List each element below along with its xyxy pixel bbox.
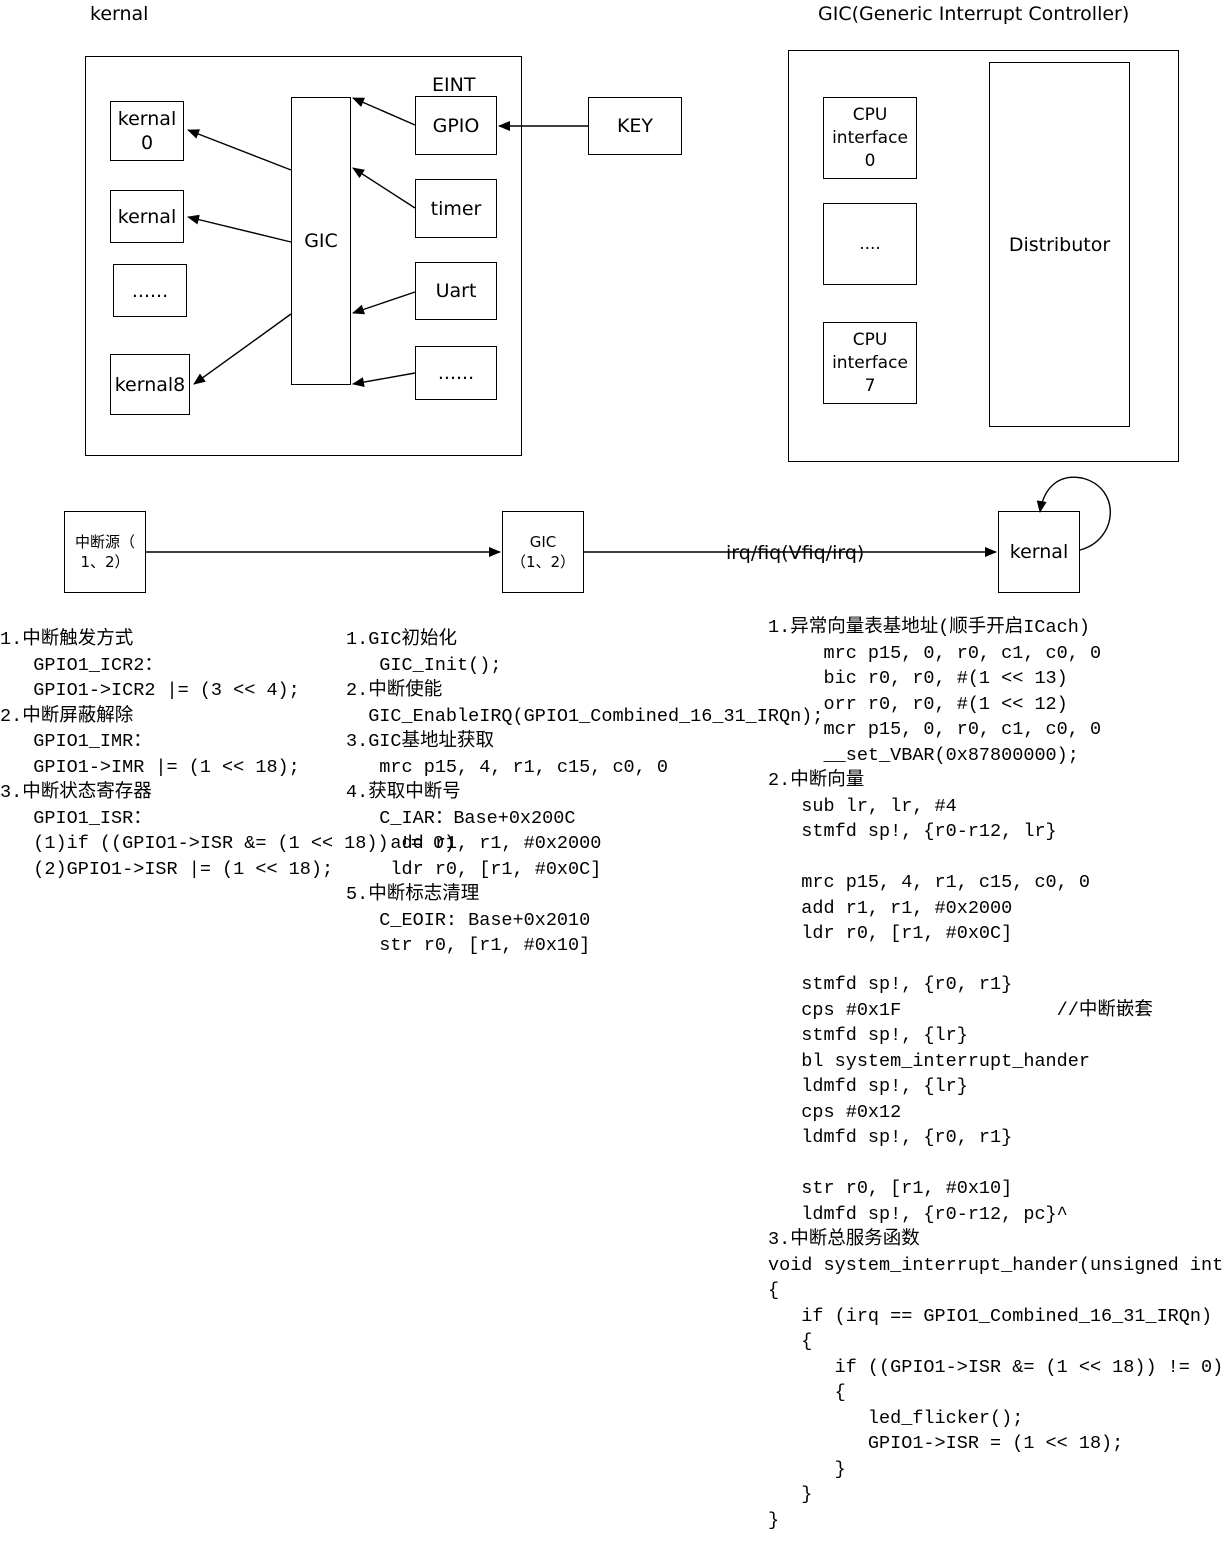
notes-middle-line: C_IAR：Base+0x200C <box>346 807 576 829</box>
notes-left-line: GPIO1->IMR |= (1 << 18); <box>0 756 300 778</box>
notes-right-line: stmfd sp!, {lr} <box>768 1025 968 1046</box>
notes-middle-line: GIC_EnableIRQ(GPIO1_Combined_16_31_IRQn)… <box>346 705 824 727</box>
notes-middle-line: GIC_Init(); <box>346 654 502 676</box>
kernal8-box: kernal8 <box>110 354 190 415</box>
right-diagram-title: GIC(Generic Interrupt Controller) <box>818 3 1130 25</box>
irq-fiq-label: irq/fiq(Vfiq/irq) <box>724 541 867 565</box>
notes-right-line: bic r0, r0, #(1 << 13) <box>768 668 1068 689</box>
cpu-interface-7-box: CPU interface 7 <box>823 322 917 404</box>
notes-right-line: orr r0, r0, #(1 << 12) <box>768 693 1068 715</box>
notes-left-line: 2.中断屏蔽解除 <box>0 705 134 727</box>
gpio-box: GPIO <box>415 96 497 155</box>
notes-left-line: GPIO1_IMR： <box>0 731 152 752</box>
notes-right-line: { <box>768 1280 780 1301</box>
notes-right-line: sub lr, lr, #4 <box>768 795 957 817</box>
notes-right-line: if (irq == GPIO1_Combined_16_31_IRQn) <box>768 1305 1213 1327</box>
notes-middle-line: mrc p15, 4, r1, c15, c0, 0 <box>346 756 668 778</box>
notes-right-line: stmfd sp!, {r0, r1} <box>768 974 1013 995</box>
notes-middle-line: C_EOIR: Base+0x2010 <box>346 909 591 931</box>
notes-middle-line: 3.GIC基地址获取 <box>346 731 495 752</box>
notes-right-line <box>768 947 1224 973</box>
notes-right-line: } <box>768 1484 813 1505</box>
eint-label: EINT <box>432 74 476 96</box>
notes-middle-line: str r0, [r1, #0x10] <box>346 935 591 956</box>
notes-right-line: bl system_interrupt_hander <box>768 1050 1090 1072</box>
notes-right-line: 1.异常向量表基地址(顺手开启ICach) <box>768 617 1090 638</box>
timer-box: timer <box>415 179 497 238</box>
kernal1-box: kernal <box>110 190 184 243</box>
kernal0-box: kernal 0 <box>110 101 184 161</box>
flow-kernal-box: kernal <box>998 511 1080 593</box>
gic-box: GIC <box>291 97 351 385</box>
notes-right-line: __set_VBAR(0x87800000); <box>768 744 1079 766</box>
notes-middle-line: ldr r0, [r1, #0x0C] <box>346 858 602 880</box>
notes-left-line: GPIO1_ISR： <box>0 807 152 829</box>
source-dots-box: ...... <box>415 346 497 400</box>
notes-right-line: cps #0x12 <box>768 1101 902 1123</box>
notes-left-line: 1.中断触发方式 <box>0 629 134 650</box>
gic-frame <box>788 50 1179 462</box>
notes-middle-line: 4.获取中断号 <box>346 782 461 803</box>
notes-right-line: ldmfd sp!, {r0, r1} <box>768 1127 1013 1148</box>
notes-middle-line: 1.GIC初始化 <box>346 629 458 650</box>
notes-right-line: mrc p15, 4, r1, c15, c0, 0 <box>768 872 1090 893</box>
notes-middle-line: 2.中断使能 <box>346 680 443 701</box>
kernal-dots-box: ...... <box>113 264 187 317</box>
notes-right-line: mcr p15, 0, r0, c1, c0, 0 <box>768 719 1102 740</box>
notes-right-line: stmfd sp!, {r0-r12, lr} <box>768 821 1057 842</box>
notes-right-line: str r0, [r1, #0x10] <box>768 1178 1013 1199</box>
notes-right-line: 2.中断向量 <box>768 770 865 791</box>
notes-right-line <box>768 845 1224 871</box>
notes-right: 1.异常向量表基地址(顺手开启ICach) mrc p15, 0, r0, c1… <box>768 615 1224 1533</box>
notes-right-line <box>768 1151 1224 1177</box>
notes-middle: 1.GIC初始化 GIC_Init(); 2.中断使能 GIC_EnableIRQ… <box>346 627 823 959</box>
flow-gic-box: GIC （1、2） <box>502 511 584 593</box>
interrupt-source-box: 中断源（ 1、2） <box>64 511 146 593</box>
notes-right-line: } <box>768 1509 780 1531</box>
left-diagram-title: kernal <box>90 3 149 25</box>
notes-middle-line: add r1, r1, #0x2000 <box>346 833 602 854</box>
notes-left: 1.中断触发方式 GPIO1_ICR2： GPIO1->ICR2 |= (3 <… <box>0 627 455 882</box>
notes-right-line: ldmfd sp!, {lr} <box>768 1076 968 1097</box>
notes-left-line: (1)if ((GPIO1->ISR &= (1 << 18)) != 0) <box>0 833 456 854</box>
notes-left-line: (2)GPIO1->ISR |= (1 << 18); <box>0 858 334 880</box>
key-box: KEY <box>588 97 682 155</box>
kernal-frame <box>85 56 522 456</box>
notes-right-line: { <box>768 1331 813 1352</box>
notes-right-line: add r1, r1, #0x2000 <box>768 897 1013 919</box>
notes-right-line: { <box>768 1382 846 1403</box>
notes-right-line: if ((GPIO1->ISR &= (1 << 18)) != 0) <box>768 1356 1224 1378</box>
notes-right-line: void system_interrupt_hander(unsigned in… <box>768 1254 1224 1276</box>
distributor-box: Distributor <box>989 62 1130 427</box>
notes-right-line: } <box>768 1458 846 1480</box>
notes-right-line: cps #0x1F //中断嵌套 <box>768 999 1153 1021</box>
notes-right-line: mrc p15, 0, r0, c1, c0, 0 <box>768 642 1102 664</box>
notes-right-line: ldmfd sp!, {r0-r12, pc}^ <box>768 1203 1068 1225</box>
notes-left-line: 3.中断状态寄存器 <box>0 782 152 803</box>
cpu-interface-0-box: CPU interface 0 <box>823 97 917 179</box>
notes-right-line: GPIO1->ISR = (1 << 18); <box>768 1433 1124 1454</box>
notes-left-line: GPIO1->ICR2 |= (3 << 4); <box>0 680 300 701</box>
notes-right-line: 3.中断总服务函数 <box>768 1229 920 1250</box>
uart-box: Uart <box>415 262 497 320</box>
notes-middle-line: 5.中断标志清理 <box>346 884 480 905</box>
cpu-interface-dots-box: .... <box>823 203 917 285</box>
notes-left-line: GPIO1_ICR2： <box>0 654 163 676</box>
notes-right-line: ldr r0, [r1, #0x0C] <box>768 923 1013 944</box>
notes-right-line: led_flicker(); <box>768 1407 1024 1429</box>
